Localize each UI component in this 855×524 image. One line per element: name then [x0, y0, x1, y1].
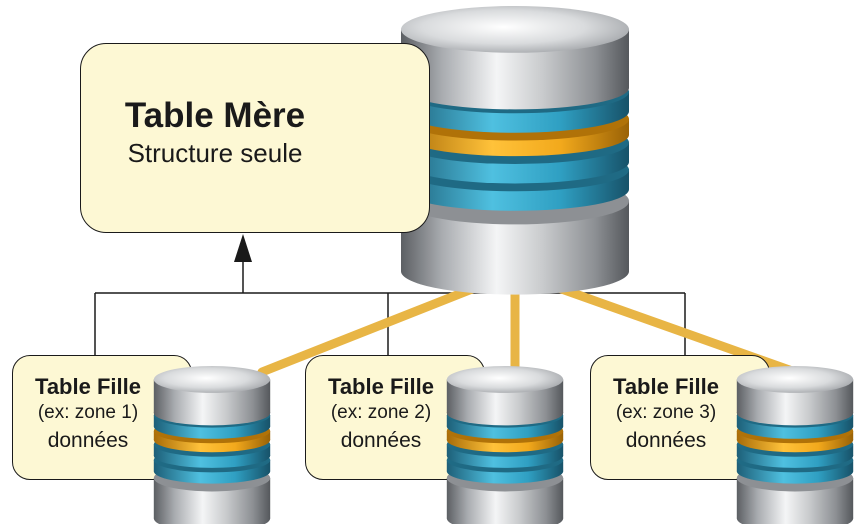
child-table-data: données [47, 429, 129, 452]
child-table-box-1: Table Fille (ex: zone 1) données [12, 355, 192, 480]
inherit-arrow-head [234, 234, 252, 262]
child-table-data: données [625, 429, 707, 452]
child-table-data: données [340, 429, 422, 452]
child-table-zone: (ex: zone 1) [37, 402, 139, 423]
child-table-box-2: Table Fille (ex: zone 2) données [305, 355, 485, 480]
child-table-zone: (ex: zone 3) [615, 402, 717, 423]
mother-table-subtitle: Structure seule [127, 138, 303, 168]
child-table-title: Table Fille [35, 374, 141, 399]
database-icon [401, 6, 629, 295]
child-table-box-3: Table Fille (ex: zone 3) données [590, 355, 770, 480]
child-table-zone: (ex: zone 2) [330, 402, 432, 423]
mother-table-title: Table Mère [124, 96, 306, 135]
mother-table-box: Table Mère Structure seule [80, 43, 430, 233]
child-table-title: Table Fille [613, 374, 719, 399]
child-table-title: Table Fille [328, 374, 434, 399]
